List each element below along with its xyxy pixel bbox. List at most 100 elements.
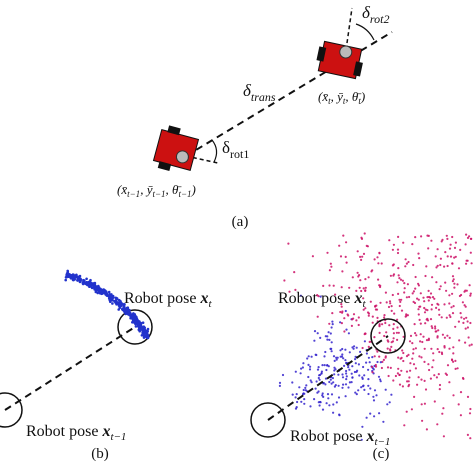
particle-c: [367, 384, 370, 387]
particle-c: [387, 305, 391, 309]
particle-c: [435, 281, 438, 284]
particle-c: [316, 368, 320, 371]
particle-c: [374, 308, 377, 311]
particle-c: [427, 363, 430, 366]
particle-c: [323, 355, 326, 358]
particle-c: [341, 386, 344, 389]
particle-c: [435, 266, 438, 269]
particle-c: [340, 303, 343, 306]
particle-c: [379, 301, 382, 304]
particle-c: [344, 395, 347, 398]
particle-c: [439, 257, 442, 260]
particle-c: [426, 317, 429, 320]
particle-c: [338, 413, 341, 416]
particle-c: [381, 323, 384, 326]
particle-c: [434, 325, 437, 328]
particle-b: [132, 315, 135, 319]
particle-c: [397, 331, 400, 334]
particle-c: [460, 316, 463, 319]
particle-c: [391, 340, 395, 343]
particle-c: [331, 320, 334, 323]
particle-c: [333, 373, 336, 376]
particle-c: [326, 393, 330, 396]
particle-c: [445, 234, 448, 237]
particle-c: [423, 347, 426, 350]
particle-c: [429, 318, 433, 321]
particle-c: [352, 313, 356, 316]
particle-c: [384, 388, 387, 391]
particle-c: [372, 399, 376, 402]
particle-c: [295, 393, 298, 396]
particle-c: [424, 274, 427, 278]
particle-c: [465, 233, 468, 236]
particle-c: [392, 243, 395, 246]
particle-c: [332, 355, 336, 358]
particle-c: [427, 289, 430, 292]
particle-b: [134, 317, 138, 321]
particle-c: [396, 251, 400, 255]
particle-c: [361, 376, 364, 379]
particle-c: [377, 278, 380, 281]
particle-c: [388, 324, 391, 327]
particle-c: [360, 438, 363, 441]
particle-c: [377, 262, 380, 265]
particle-c: [345, 328, 348, 331]
particle-c: [375, 394, 378, 397]
particle-c: [317, 366, 320, 369]
particle-c: [389, 366, 392, 369]
particle-c: [368, 340, 371, 343]
particle-c: [396, 372, 399, 375]
particle-c: [416, 297, 419, 300]
particle-c: [427, 247, 430, 250]
particle-c: [454, 325, 457, 328]
particle-c: [403, 424, 406, 427]
particle-c: [438, 388, 441, 391]
particle-c: [417, 252, 420, 255]
pose-prev-label: (x̄t−1, ȳt−1, θ̄t−1): [117, 182, 196, 199]
particle-c: [454, 367, 457, 370]
particle-c: [404, 265, 407, 268]
particle-b: [93, 281, 97, 285]
particle-c: [405, 370, 409, 373]
particle-c: [330, 393, 334, 396]
particle-c: [392, 337, 395, 340]
particle-c: [437, 308, 441, 311]
particle-c: [386, 403, 389, 406]
particle-c: [398, 298, 401, 301]
particle-c: [345, 375, 348, 378]
particle-c: [363, 340, 366, 343]
particle-c: [358, 286, 361, 289]
particle-c: [340, 286, 343, 289]
particle-c: [329, 378, 332, 381]
particle-b: [139, 324, 143, 328]
particle-c: [449, 255, 453, 258]
particle-c: [355, 370, 358, 373]
particle-c: [409, 369, 412, 372]
particle-c: [428, 368, 431, 372]
particle-c: [339, 321, 342, 324]
particle-c: [324, 350, 327, 354]
particle-c: [365, 352, 368, 355]
particle-b: [141, 321, 145, 325]
particle-c: [457, 320, 460, 323]
particle-b: [125, 306, 129, 310]
particle-c: [418, 257, 421, 260]
particle-c: [303, 398, 306, 401]
particle-c: [452, 346, 455, 349]
particle-c: [357, 323, 360, 327]
particle-c: [365, 361, 368, 364]
particle-b: [85, 277, 88, 281]
rot2-reference-line: [345, 7, 353, 51]
particle-c: [373, 258, 376, 261]
particle-c: [431, 296, 435, 299]
particle-c: [309, 365, 312, 368]
particle-c: [374, 363, 377, 367]
particle-c: [350, 324, 353, 327]
particle-c: [294, 407, 298, 410]
particle-c: [408, 376, 411, 379]
particle-c: [437, 329, 440, 332]
particle-c: [398, 373, 401, 376]
particle-c: [359, 279, 362, 282]
particle-c: [376, 316, 379, 319]
particle-c: [341, 373, 344, 376]
